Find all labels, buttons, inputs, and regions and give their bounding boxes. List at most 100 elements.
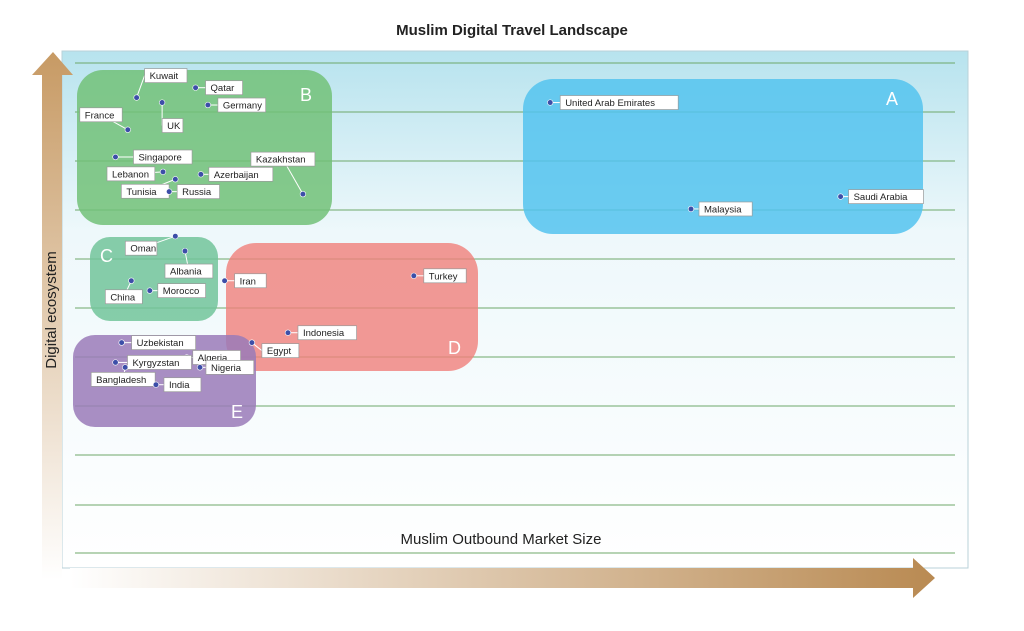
cluster-letter-d: D: [448, 338, 461, 358]
country-label: Oman: [130, 244, 156, 255]
y-axis-arrow: [32, 52, 73, 580]
point-marker: [837, 193, 844, 200]
label-box: [297, 325, 357, 341]
point-marker: [166, 188, 173, 195]
country-label: UK: [167, 121, 181, 132]
point-marker: [118, 339, 125, 346]
data-point: United Arab Emirates: [547, 95, 679, 110]
x-axis-label: Muslim Outbound Market Size: [401, 531, 602, 548]
label-box: [90, 372, 156, 387]
data-point: Azerbaijan: [197, 166, 274, 182]
country-label: Kuwait: [150, 71, 179, 82]
label-box: [217, 97, 267, 113]
point-marker: [284, 329, 292, 336]
country-label: Azerbaijan: [214, 170, 259, 181]
label-box: [848, 189, 924, 204]
point-marker: [112, 153, 119, 161]
data-point: Kyrgyzstan: [112, 355, 192, 370]
point-marker: [124, 126, 131, 133]
label-box: [205, 80, 243, 96]
country-label: Germany: [223, 101, 262, 112]
data-point: Kazakhstan: [250, 151, 316, 198]
data-point: Oman: [124, 233, 179, 256]
country-label: Lebanon: [112, 169, 149, 180]
point-marker: [192, 84, 199, 91]
country-label: France: [85, 110, 115, 121]
data-point: Iran: [221, 273, 267, 289]
leader-line: [136, 75, 146, 98]
point-marker: [204, 101, 211, 109]
country-label: India: [169, 380, 190, 391]
data-point: Uzbekistan: [118, 335, 196, 350]
point-marker: [181, 247, 189, 255]
label-box: [164, 263, 214, 279]
label-box: [131, 335, 196, 350]
point-marker: [687, 205, 695, 213]
country-label: Iran: [240, 276, 256, 287]
country-label: Qatar: [211, 83, 235, 94]
data-point: Nigeria: [196, 360, 255, 375]
label-box: [161, 118, 184, 133]
cluster-letter-e: E: [231, 402, 243, 422]
country-label: Algeria: [198, 353, 228, 364]
data-point: Germany: [204, 97, 267, 113]
point-marker: [410, 272, 417, 279]
data-point: Malaysia: [687, 201, 753, 217]
point-marker: [112, 359, 119, 366]
data-point: Kuwait: [133, 68, 188, 101]
cluster-region-a: [523, 79, 923, 234]
cluster-region-b: [77, 70, 332, 225]
label-box: [104, 289, 143, 305]
country-label: Morocco: [163, 286, 199, 297]
point-marker: [221, 277, 228, 284]
data-point: Turkey: [410, 268, 467, 284]
label-box: [79, 107, 123, 123]
label-box: [144, 68, 188, 83]
point-marker: [133, 94, 140, 101]
point-marker: [152, 381, 160, 388]
label-box: [261, 343, 300, 358]
point-marker: [128, 277, 135, 284]
point-marker: [122, 364, 129, 371]
data-point: China: [104, 277, 143, 305]
cluster-letter-a: A: [886, 89, 898, 109]
data-point: Saudi Arabia: [837, 189, 924, 204]
label-box: [157, 283, 206, 298]
point-marker: [248, 339, 255, 346]
label-box: [163, 377, 202, 393]
data-point: France: [79, 107, 131, 133]
country-label: Turkey: [429, 271, 458, 282]
data-point: Russia: [166, 184, 220, 199]
data-point: Egypt: [248, 339, 300, 358]
cluster-letter-c: C: [100, 246, 113, 266]
label-box: [559, 95, 679, 110]
data-point: UK: [159, 99, 184, 133]
country-label: Russia: [182, 187, 212, 198]
point-marker: [159, 99, 166, 106]
chart-title: Muslim Digital Travel Landscape: [396, 22, 628, 39]
country-label: China: [110, 292, 136, 303]
country-label: Kyrgyzstan: [132, 358, 179, 369]
country-label: Bangladesh: [96, 375, 146, 386]
point-marker: [172, 176, 179, 183]
point-marker: [172, 233, 179, 240]
point-marker: [146, 287, 153, 294]
data-point: Qatar: [192, 80, 243, 96]
country-label: Egypt: [267, 346, 292, 357]
label-box: [423, 268, 467, 284]
y-axis-label: Digital ecosystem: [43, 251, 60, 369]
country-label: Uzbekistan: [137, 338, 184, 349]
country-label: Singapore: [138, 153, 181, 164]
data-point: Morocco: [146, 283, 206, 298]
country-label: Albania: [170, 267, 202, 278]
label-box: [127, 355, 192, 370]
data-point: Indonesia: [284, 325, 357, 341]
label-box: [133, 149, 193, 165]
label-box: [208, 166, 274, 182]
data-point: Albania: [164, 247, 214, 279]
data-point: Singapore: [112, 149, 193, 165]
country-label: United Arab Emirates: [565, 98, 655, 109]
label-box: [250, 151, 316, 167]
